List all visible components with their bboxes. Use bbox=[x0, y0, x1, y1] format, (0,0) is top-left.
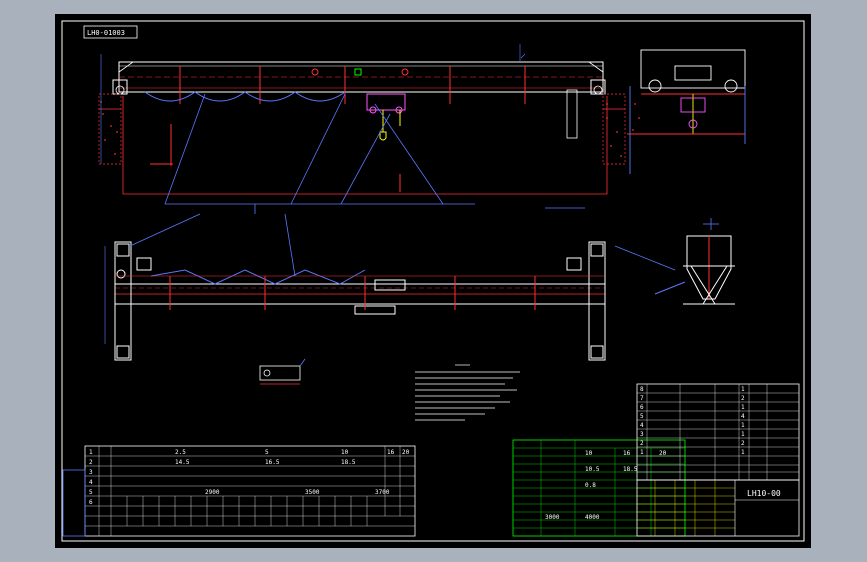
parts-row-6-no: 6 bbox=[640, 404, 644, 411]
outer-frame bbox=[61, 20, 805, 542]
technical-notes bbox=[415, 364, 520, 421]
left-runway bbox=[98, 93, 122, 165]
spec-speed-a: 10.5 bbox=[585, 466, 600, 473]
header-tag-box bbox=[83, 25, 138, 39]
spec-cap-16: 16 bbox=[623, 450, 631, 457]
parts-row-2-qty: 2 bbox=[741, 440, 745, 447]
spec-val-3000: 3000 bbox=[545, 514, 560, 521]
main-row-1-no: 1 bbox=[89, 449, 93, 456]
elevation-view bbox=[98, 44, 626, 214]
main-row-5-val-a: 2900 bbox=[205, 489, 220, 496]
parts-row-8-qty: 1 bbox=[741, 386, 745, 393]
parts-row-7-qty: 2 bbox=[741, 395, 745, 402]
parts-row-7-no: 7 bbox=[640, 395, 644, 402]
main-row-1-val-b: 5 bbox=[265, 449, 269, 456]
drawing-canvas: LH0-01003 bbox=[61, 20, 805, 542]
parts-row-6-qty: 1 bbox=[741, 404, 745, 411]
spec-speed-c: 0.8 bbox=[585, 482, 596, 489]
main-row-2-val-c: 18.5 bbox=[341, 459, 356, 466]
main-row-1-val-e: 20 bbox=[402, 449, 410, 456]
parts-row-8-no: 8 bbox=[640, 386, 644, 393]
spec-cap-20: 20 bbox=[659, 450, 667, 457]
hoist bbox=[366, 93, 406, 141]
parts-row-4-no: 4 bbox=[640, 422, 644, 429]
parts-row-1-qty: 1 bbox=[741, 449, 745, 456]
spec-val-4000: 4000 bbox=[585, 514, 600, 521]
parts-row-3-no: 3 bbox=[640, 431, 644, 438]
main-row-5-val-c: 3700 bbox=[375, 489, 390, 496]
main-row-2-no: 2 bbox=[89, 459, 93, 466]
title-block: LH10-00 bbox=[636, 479, 800, 537]
main-row-1-val-c: 10 bbox=[341, 449, 349, 456]
main-row-2-val-a: 14.5 bbox=[175, 459, 190, 466]
main-row-5-val-b: 3500 bbox=[305, 489, 320, 496]
plan-view bbox=[104, 213, 676, 361]
main-spec-table: 1 2.5 5 10 16 20 2 14.5 16.5 18.5 3 4 5 … bbox=[62, 445, 416, 537]
girder-section bbox=[654, 235, 735, 305]
drawing-sheet: LH0-01003 bbox=[55, 14, 811, 548]
spec-speed-b: 18.5 bbox=[623, 466, 638, 473]
parts-row-5-no: 5 bbox=[640, 413, 644, 420]
spec-block: 10 16 20 10.5 18.5 0.8 3000 4000 bbox=[512, 439, 686, 537]
main-row-1-val-d: 16 bbox=[387, 449, 395, 456]
main-row-6-no: 6 bbox=[89, 499, 93, 506]
drawing-number: LH10-00 bbox=[747, 489, 781, 498]
main-row-5-no: 5 bbox=[89, 489, 93, 496]
header-tag: LH0-01003 bbox=[87, 29, 125, 37]
main-row-4-no: 4 bbox=[89, 479, 93, 486]
parts-row-4-qty: 1 bbox=[741, 422, 745, 429]
parts-row-1-no: 1 bbox=[640, 449, 644, 456]
parts-row-3-qty: 1 bbox=[741, 431, 745, 438]
parts-list: 8 1 7 2 6 1 5 4 4 1 3 1 2 2 1 1 bbox=[636, 383, 800, 481]
side-view bbox=[627, 49, 746, 174]
parts-row-2-no: 2 bbox=[640, 440, 644, 447]
detail-view bbox=[259, 358, 306, 385]
main-row-3-no: 3 bbox=[89, 469, 93, 476]
parts-row-5-qty: 4 bbox=[741, 413, 745, 420]
main-row-1-val-a: 2.5 bbox=[175, 449, 186, 456]
main-row-2-val-b: 16.5 bbox=[265, 459, 280, 466]
spec-cap-10: 10 bbox=[585, 450, 593, 457]
